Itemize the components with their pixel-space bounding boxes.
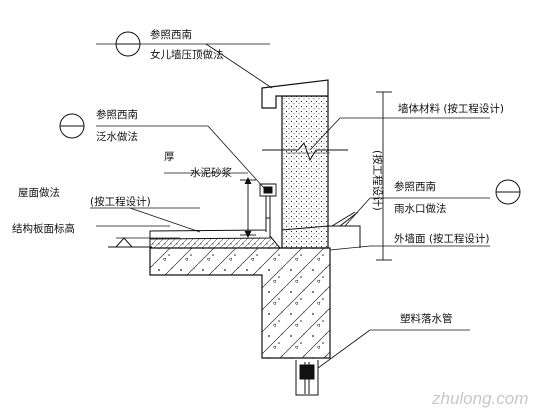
vertical-dimension	[376, 91, 392, 261]
label-per-design-vertical: (按工程设计)	[371, 150, 384, 211]
detail-reference-circle-left	[59, 113, 85, 139]
label-thick: 厚	[164, 151, 175, 163]
parapet-coping	[261, 79, 329, 109]
label-slab-level: 结构板面标高	[12, 222, 75, 235]
label-roof-method: 屋面做法	[18, 186, 60, 199]
leader-lines	[90, 43, 490, 369]
label-ref-left-1: 参照西南	[96, 108, 138, 121]
detail-reference-circle-top	[115, 31, 141, 57]
break-line	[262, 142, 348, 162]
label-ref-top-1: 参照西南	[150, 28, 192, 41]
label-wall-material: 墙体材料 (按工程设计)	[398, 102, 504, 115]
structure	[149, 79, 348, 359]
label-cement: 水泥砂浆	[190, 166, 232, 179]
downpipe-top	[295, 360, 319, 396]
label-ref-right-1: 参照西南	[394, 180, 436, 193]
level-marker	[108, 237, 180, 248]
concrete-slab-beam	[149, 247, 331, 359]
label-ext-wall: 外墙面 (按工程设计)	[394, 232, 490, 245]
label-drain-pipe: 塑料落水管	[400, 312, 453, 325]
label-ref-top-2: 女儿墙压顶做法	[150, 48, 224, 61]
label-per-design-left: (按工程设计)	[90, 195, 151, 208]
label-ref-left-2: 泛水做法	[96, 130, 138, 143]
watermark: zhulong.com	[431, 389, 528, 408]
parapet-wall	[281, 95, 329, 249]
dimension-line	[240, 176, 256, 239]
detail-reference-circle-right	[495, 179, 521, 205]
label-ref-right-2: 雨水口做法	[394, 202, 447, 215]
roofing-layers	[149, 183, 282, 249]
